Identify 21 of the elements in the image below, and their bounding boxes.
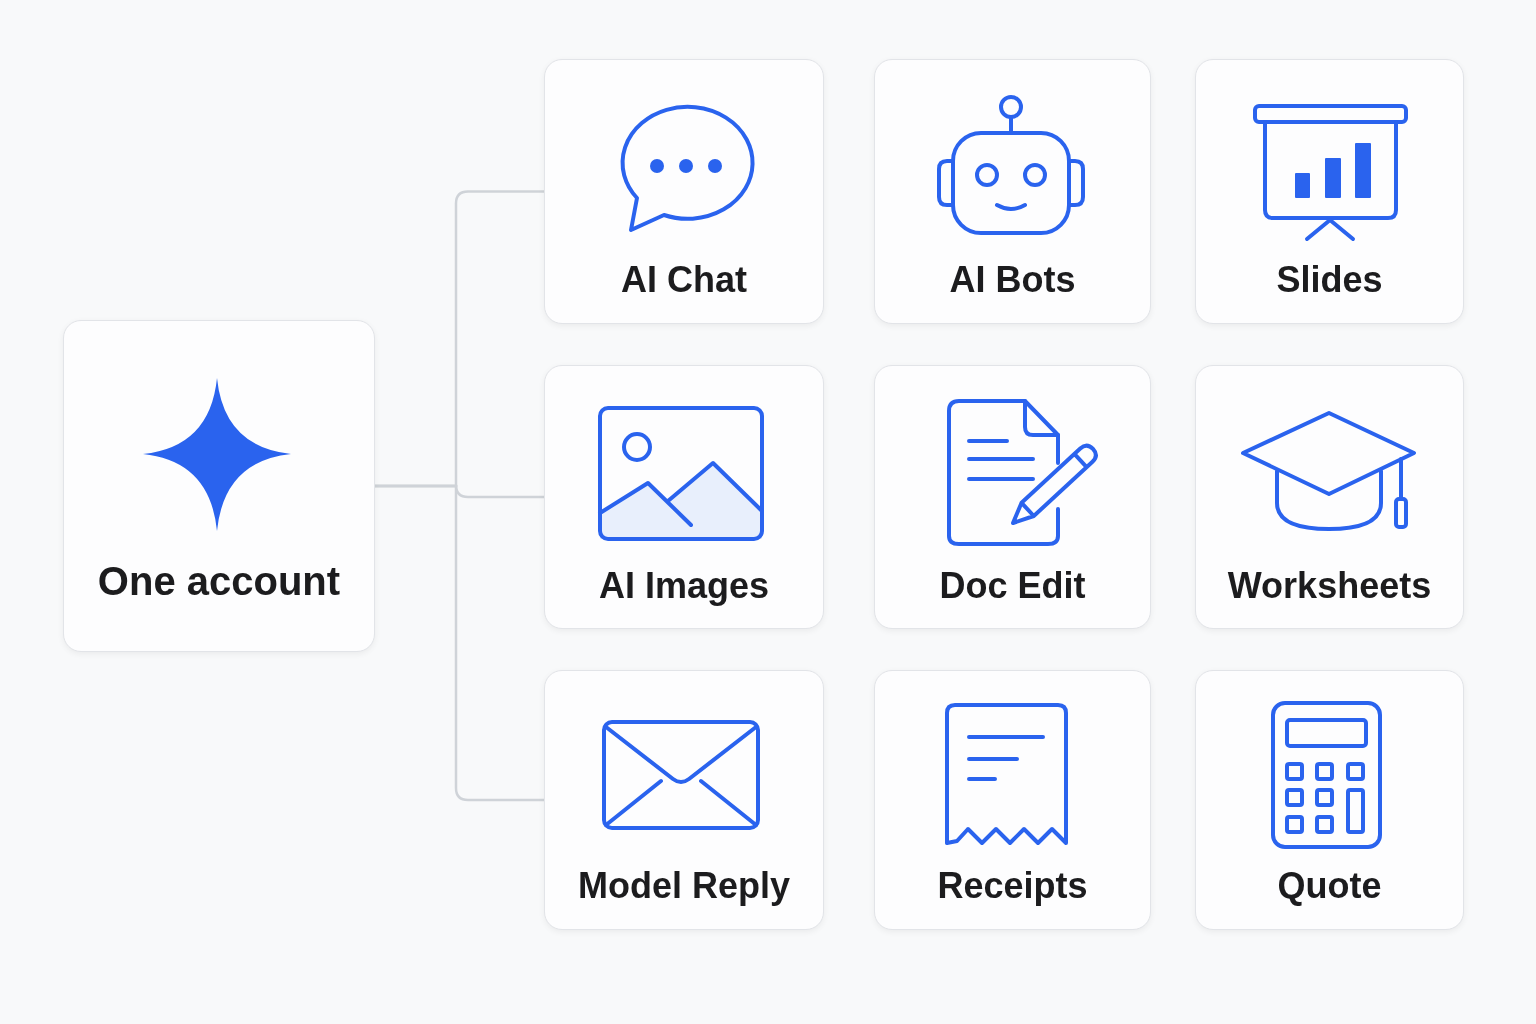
feature-card [1195, 670, 1464, 930]
card-label: AI Images [598, 564, 770, 608]
card-label: Model Reply [578, 864, 790, 908]
feature-card [874, 670, 1151, 930]
feature-card [544, 365, 824, 629]
card-label: AI Bots [949, 258, 1076, 302]
card-label: Doc Edit [939, 564, 1086, 608]
card-label: AI Chat [621, 258, 747, 302]
feature-card [874, 365, 1151, 629]
card-label: Receipts [937, 864, 1088, 908]
feature-card [544, 59, 824, 324]
card-label: Worksheets [1227, 564, 1432, 608]
card-label: Slides [1276, 258, 1383, 302]
feature-card [874, 59, 1151, 324]
feature-card [1195, 59, 1464, 324]
feature-card [544, 670, 824, 930]
connector-line [375, 484, 544, 802]
account-card [63, 320, 375, 652]
card-label: Quote [1277, 864, 1382, 908]
card-label: One account [97, 558, 341, 605]
feature-card [1195, 365, 1464, 629]
